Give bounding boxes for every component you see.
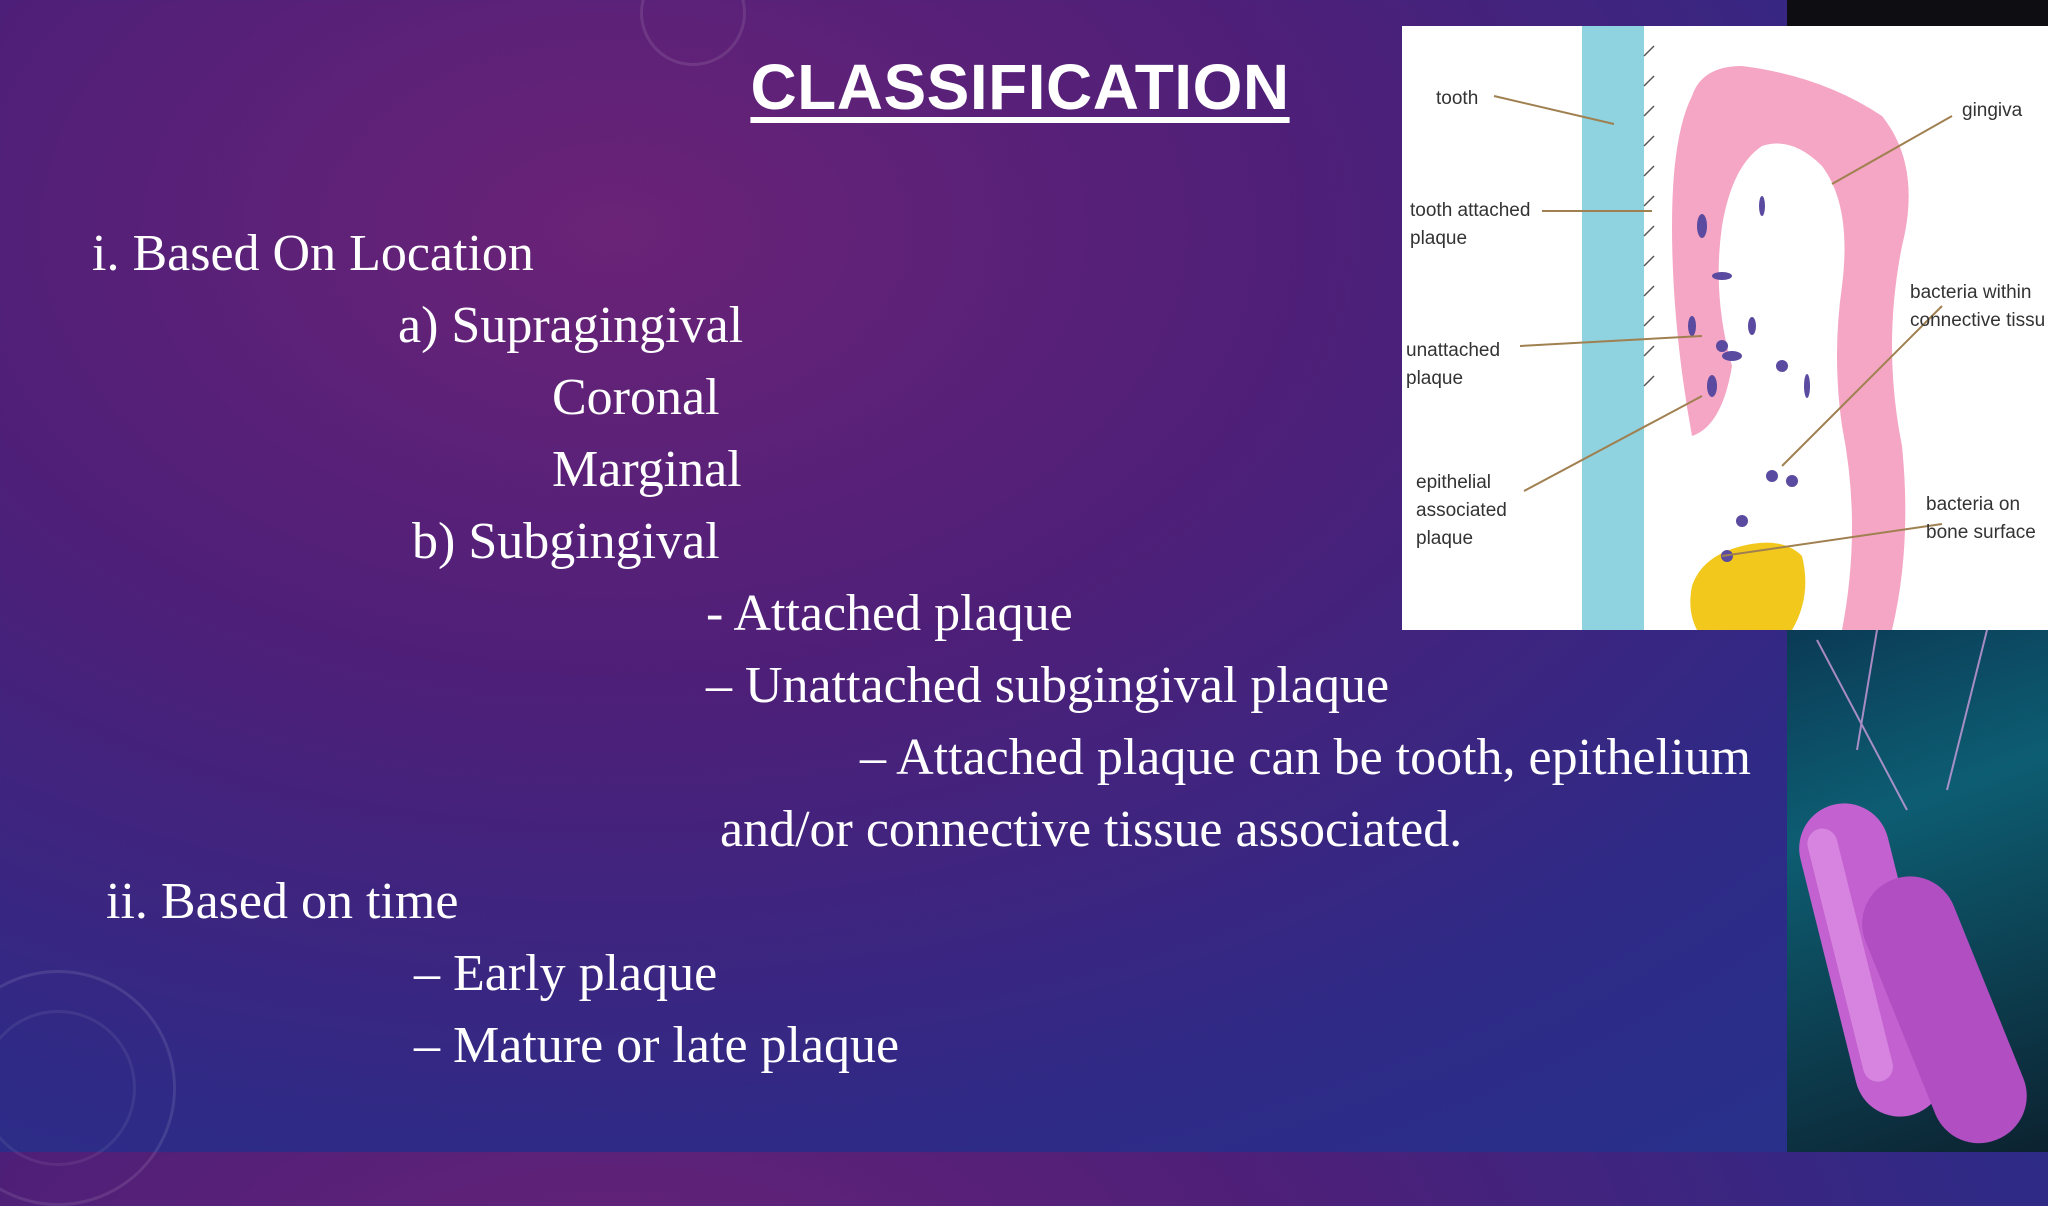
marginal-item: Marginal — [552, 441, 742, 498]
label-bacteria-bone-2: bone surface — [1926, 522, 2036, 543]
bacteria-photo-top — [1787, 0, 2048, 26]
label-gingiva: gingiva — [1962, 100, 2023, 121]
label-bacteria-bone-1: bacteria on — [1926, 494, 2020, 515]
bone-shape — [1690, 542, 1806, 630]
label-bacteria-ct-1: bacteria within — [1910, 282, 2031, 303]
early-plaque-item: – Early plaque — [414, 945, 718, 1002]
label-tooth-attached-2: plaque — [1410, 228, 1467, 249]
label-tooth-attached-1: tooth attached — [1410, 200, 1530, 221]
gingiva-shape — [1672, 66, 1909, 630]
label-epithelial-2: associated — [1416, 500, 1507, 521]
label-bacteria-ct-2: connective tissu — [1910, 310, 2045, 331]
attached-plaque-item: - Attached plaque — [706, 585, 1073, 642]
label-epithelial-1: epithelial — [1416, 472, 1491, 493]
unattached-plaque-item: – Unattached subgingival plaque — [706, 657, 1390, 714]
tooth-shape — [1582, 26, 1644, 630]
plaque-diagram: tooth tooth attached plaque unattached p… — [1402, 26, 2048, 630]
slide-title: CLASSIFICATION — [750, 51, 1290, 123]
subgingival-item: b) Subgingival — [412, 513, 720, 570]
label-unattached-1: unattached — [1406, 340, 1500, 361]
tooth-attached-plaque-layer — [1643, 45, 1655, 387]
location-heading: i. Based On Location — [92, 225, 534, 282]
mature-plaque-item: – Mature or late plaque — [414, 1017, 900, 1074]
attached-note-line-1: – Attached plaque can be tooth, epitheli… — [860, 729, 1751, 786]
coronal-item: Coronal — [552, 369, 720, 426]
time-heading: ii. Based on time — [106, 873, 459, 930]
label-tooth: tooth — [1436, 88, 1478, 109]
attached-note-line-2: and/or connective tissue associated. — [720, 801, 1463, 858]
bacteria-photo — [1787, 630, 2048, 1152]
supragingival-item: a) Supragingival — [398, 297, 744, 354]
label-epithelial-3: plaque — [1416, 528, 1473, 549]
label-unattached-2: plaque — [1406, 368, 1463, 389]
